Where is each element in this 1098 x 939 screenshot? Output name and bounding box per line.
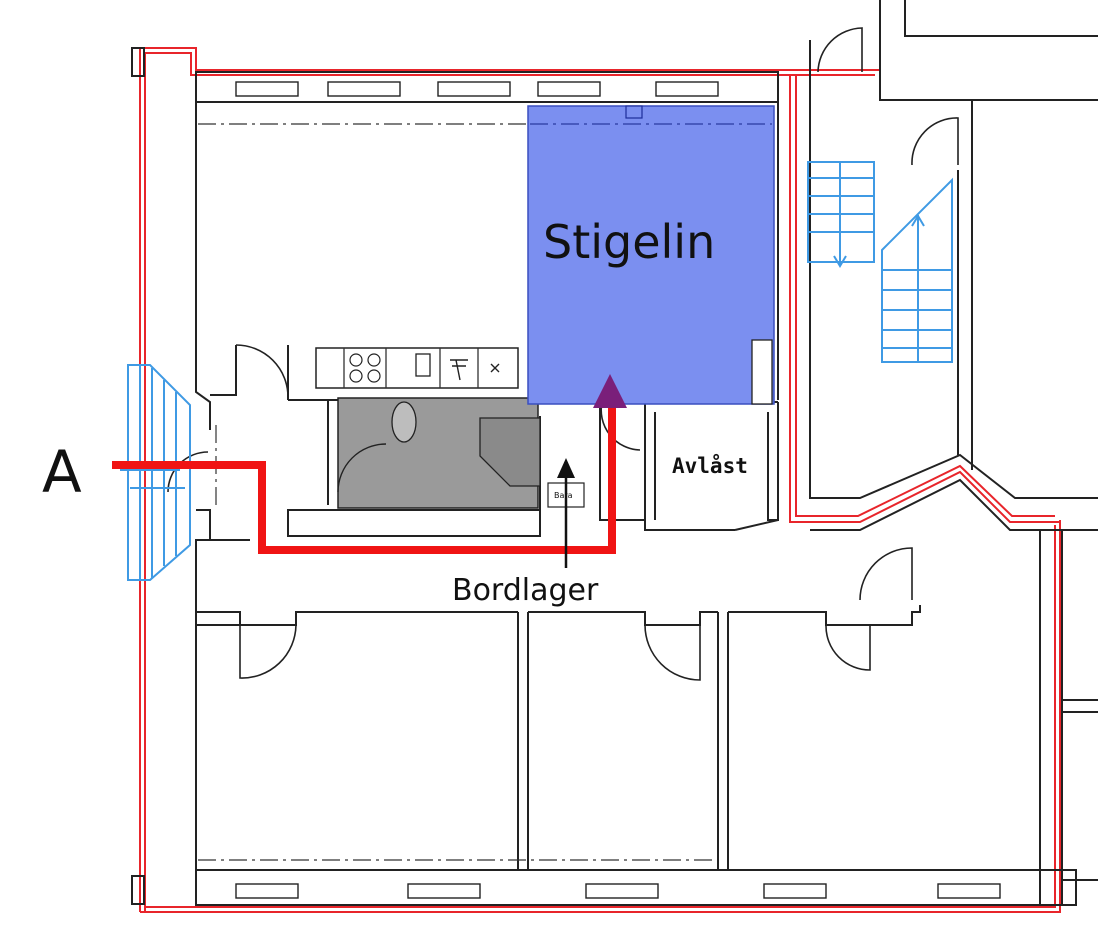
building-walls xyxy=(131,0,1098,906)
sink-icon xyxy=(415,353,431,377)
windows xyxy=(235,81,1001,899)
stairs-right xyxy=(807,161,953,363)
stairs-left xyxy=(120,364,191,581)
wc-door-swing xyxy=(337,443,387,493)
sink-counter xyxy=(479,417,541,487)
route-arrowhead xyxy=(593,374,627,408)
stove-icon xyxy=(349,353,381,383)
wc-area xyxy=(337,397,541,509)
stigelin-window-mark xyxy=(625,105,643,119)
room-label-locked: Avlåst xyxy=(672,453,748,478)
appliance-icon xyxy=(450,359,468,381)
kitchen-counter xyxy=(315,347,519,389)
room-stigelin xyxy=(527,105,775,405)
fridge-icon xyxy=(490,363,500,373)
storage-sign-text: Bara xyxy=(554,491,573,500)
storage-pointer-arrowhead xyxy=(557,458,575,478)
stigelin-cabinet xyxy=(751,339,773,405)
room-label-stigelin: Stigelin xyxy=(543,215,715,269)
storage-label: Bordlager xyxy=(452,573,599,608)
route-path xyxy=(112,402,616,554)
toilet xyxy=(391,401,417,443)
entrance-label: A xyxy=(42,438,82,506)
